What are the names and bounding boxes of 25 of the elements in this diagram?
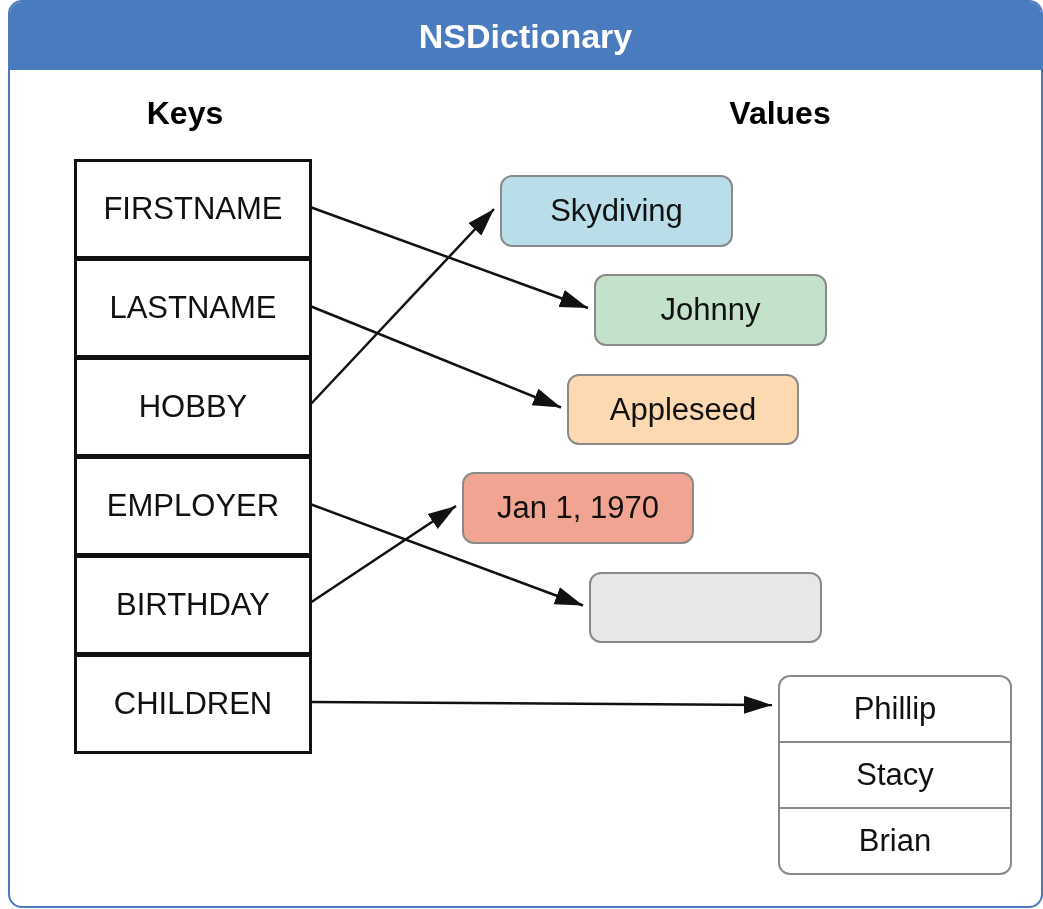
column-heading: Keys [145, 95, 225, 132]
key-row: EMPLOYER [74, 456, 312, 556]
key-row: HOBBY [74, 357, 312, 457]
value-box: Johnny [594, 274, 827, 346]
key-row: CHILDREN [74, 654, 312, 754]
column-heading: Values [728, 95, 832, 132]
value-box: Jan 1, 1970 [462, 472, 694, 544]
arrow [309, 304, 562, 409]
arrow [309, 502, 584, 607]
key-row: LASTNAME [74, 258, 312, 358]
arrow [309, 205, 589, 310]
array-box [778, 675, 1012, 875]
array-item: Brian [780, 807, 1010, 873]
arrow [310, 695, 772, 714]
dictionary-panel [8, 0, 1043, 908]
array-item: Phillip [852, 690, 938, 728]
value-box [589, 572, 822, 643]
value-box: Skydiving [500, 175, 733, 247]
panel-title: NSDictionary [10, 2, 1041, 70]
arrow [309, 208, 495, 406]
key-row: BIRTHDAY [74, 555, 312, 655]
array-item: Stacy [780, 741, 1010, 807]
value-box: Appleseed [567, 374, 799, 445]
arrow [309, 504, 457, 605]
key-row: FIRSTNAME [74, 159, 312, 259]
